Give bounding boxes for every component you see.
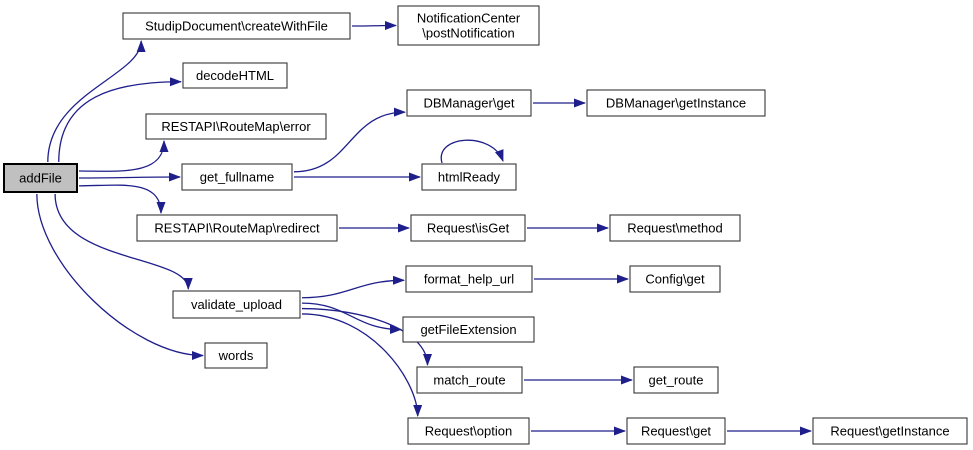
- node-label-words: words: [218, 348, 254, 363]
- node-Request_getInstance[interactable]: Request\getInstance: [812, 417, 968, 445]
- node-get_route[interactable]: get_route: [633, 366, 719, 394]
- node-htmlReady[interactable]: htmlReady: [421, 163, 517, 191]
- edge-validate_upload-to-Request_option: [301, 313, 423, 417]
- edge-htmlReady-to-htmlReady: [440, 139, 504, 164]
- edge-addFile-to-error: [78, 140, 169, 172]
- node-label-get_fullname: get_fullname: [200, 170, 274, 185]
- node-box-redirect: [136, 214, 338, 242]
- node-box-words: [204, 342, 268, 369]
- node-label-htmlReady: htmlReady: [438, 170, 501, 185]
- node-label-get_route: get_route: [649, 373, 704, 388]
- node-getFileExtension[interactable]: getFileExtension: [402, 316, 535, 343]
- node-box-DBManager_getInstance: [586, 89, 766, 117]
- node-label-DBManager_getInstance: DBManager\getInstance: [606, 96, 746, 111]
- node-box-addFile: [3, 163, 78, 193]
- edge-addFile-to-words: [36, 193, 204, 360]
- node-DBManager_get[interactable]: DBManager\get: [406, 89, 532, 117]
- node-Config_get[interactable]: Config\get: [629, 265, 721, 293]
- edge-validate_upload-to-getFileExtension: [301, 302, 402, 334]
- node-box-Request_option: [407, 417, 530, 445]
- node-Request_isGet[interactable]: Request\isGet: [410, 214, 526, 242]
- node-decodeHTML[interactable]: decodeHTML: [182, 62, 288, 89]
- node-label-Request_option: Request\option: [425, 424, 512, 439]
- edge-addFile-to-get_fullname: [78, 172, 181, 182]
- edge-validate_upload-to-match_route: [301, 307, 432, 366]
- edge-addFile-to-createWithFile: [47, 40, 146, 163]
- node-createWithFile[interactable]: StudipDocument\createWithFile: [122, 12, 351, 40]
- node-words[interactable]: words: [204, 342, 268, 369]
- node-format_help_url[interactable]: format_help_url: [405, 265, 533, 293]
- node-label-redirect: RESTAPI\RouteMap\redirect: [154, 221, 320, 236]
- node-box-postNotification: [397, 5, 540, 46]
- node-error[interactable]: RESTAPI\RouteMap\error: [145, 113, 327, 140]
- node-Request_method[interactable]: Request\method: [609, 214, 741, 242]
- node-box-decodeHTML: [182, 62, 288, 89]
- edge-addFile-to-decodeHTML: [58, 77, 182, 163]
- node-box-DBManager_get: [406, 89, 532, 117]
- node-validate_upload[interactable]: validate_upload: [172, 290, 301, 319]
- node-label-Request_isGet: Request\isGet: [427, 221, 510, 236]
- node-box-getFileExtension: [402, 316, 535, 343]
- edge-validate_upload-to-format_help_url: [301, 275, 405, 299]
- edge-addFile-to-validate_upload: [54, 193, 193, 290]
- node-label-DBManager_get: DBManager\get: [423, 96, 514, 111]
- node-box-get_route: [633, 366, 719, 394]
- node-Request_option[interactable]: Request\option: [407, 417, 530, 445]
- node-box-validate_upload: [172, 290, 301, 319]
- node-box-match_route: [416, 366, 523, 394]
- node-label-Request_getInstance: Request\getInstance: [830, 424, 949, 439]
- node-Request_get[interactable]: Request\get: [626, 417, 726, 445]
- node-DBManager_getInstance[interactable]: DBManager\getInstance: [586, 89, 766, 117]
- node-box-get_fullname: [181, 163, 293, 191]
- node-postNotification[interactable]: NotificationCenter\postNotification: [397, 5, 540, 46]
- node-box-createWithFile: [122, 12, 351, 40]
- node-label-postNotification: NotificationCenter\postNotification: [417, 11, 521, 41]
- node-box-error: [145, 113, 327, 140]
- node-label-error: RESTAPI\RouteMap\error: [161, 119, 311, 134]
- node-label-Request_get: Request\get: [641, 424, 711, 439]
- edge-createWithFile-to-postNotification: [351, 21, 397, 31]
- node-label-createWithFile: StudipDocument\createWithFile: [145, 19, 328, 34]
- node-label-addFile: addFile: [19, 171, 62, 186]
- node-redirect[interactable]: RESTAPI\RouteMap\redirect: [136, 214, 338, 242]
- node-box-Request_getInstance: [812, 417, 968, 445]
- node-box-htmlReady: [421, 163, 517, 191]
- edge-get_fullname-to-DBManager_get: [293, 107, 406, 173]
- node-label-getFileExtension: getFileExtension: [420, 322, 516, 337]
- node-label-Request_method: Request\method: [627, 221, 722, 236]
- edge-addFile-to-redirect: [78, 184, 166, 214]
- node-box-Request_method: [609, 214, 741, 242]
- node-addFile: addFile: [3, 163, 78, 193]
- node-label-validate_upload: validate_upload: [191, 297, 282, 312]
- node-label-format_help_url: format_help_url: [424, 272, 514, 287]
- node-label-Config_get: Config\get: [645, 272, 705, 287]
- node-label-decodeHTML: decodeHTML: [196, 68, 274, 83]
- node-box-Config_get: [629, 265, 721, 293]
- node-box-Request_isGet: [410, 214, 526, 242]
- node-match_route[interactable]: match_route: [416, 366, 523, 394]
- node-get_fullname[interactable]: get_fullname: [181, 163, 293, 191]
- node-box-Request_get: [626, 417, 726, 445]
- node-label-match_route: match_route: [433, 373, 505, 388]
- node-box-format_help_url: [405, 265, 533, 293]
